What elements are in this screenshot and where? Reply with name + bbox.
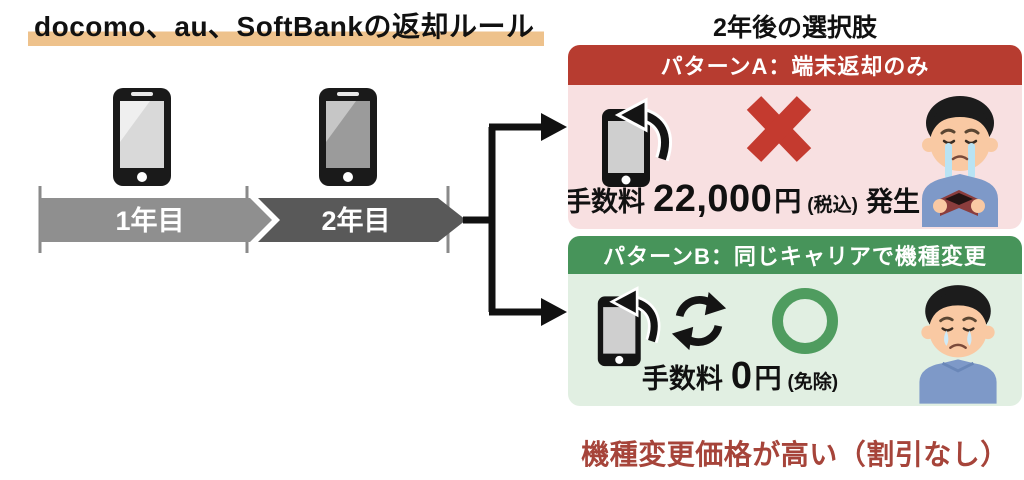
year1-label: 1年目 <box>115 205 184 236</box>
o-mark-icon <box>772 288 838 354</box>
fee-amount: 22,000 <box>653 178 773 220</box>
page-title: docomo、au、SoftBankの返却ルール <box>28 5 545 46</box>
crying-man-wallet-icon <box>922 96 998 227</box>
options-header: 2年後の選択肢 <box>713 14 877 42</box>
fee-label: 手数料 <box>641 364 723 394</box>
year2-label: 2年目 <box>321 205 390 236</box>
pattern-b-fee: 手数料 0 円 (免除) <box>572 355 912 398</box>
pattern-a-body: 手数料 22,000 円 (税込) 発生 <box>568 85 1022 229</box>
arrowhead-to-pattern-a <box>541 113 567 141</box>
phone-icon-year1 <box>113 88 171 186</box>
phone-return-icon <box>597 286 661 367</box>
sad-man-icon <box>919 285 997 404</box>
pattern-a-card: パターンA：端末返却のみ <box>568 45 1022 229</box>
page-title-text: docomo、au、SoftBankの返却ルール <box>28 11 545 46</box>
pattern-b-body: 手数料 0 円 (免除) <box>568 274 1022 406</box>
fee-suffix: 発生 <box>865 187 920 217</box>
pattern-a-fee: 手数料 22,000 円 (税込) 発生 <box>568 178 920 221</box>
fee-note: (免除) <box>787 372 839 393</box>
phone-return-icon <box>602 97 672 187</box>
x-mark-icon <box>746 96 812 162</box>
fee-unit: 円 <box>754 364 782 394</box>
pattern-b-card: パターンB：同じキャリアで機種変更 <box>568 236 1022 406</box>
fee-unit: 円 <box>774 187 802 217</box>
pattern-b-header: パターンB：同じキャリアで機種変更 <box>568 236 1022 274</box>
refresh-cycle-icon <box>671 291 727 351</box>
fee-note: (税込) <box>807 195 858 216</box>
fee-label: 手数料 <box>568 187 646 217</box>
year1-bar <box>40 198 272 242</box>
pattern-a-header: パターンA：端末返却のみ <box>568 45 1022 85</box>
footer-note: 機種変更価格が高い（割引なし） <box>581 439 1009 470</box>
arrowhead-to-pattern-b <box>541 298 567 326</box>
year2-bar <box>258 198 466 242</box>
branch-connector <box>463 123 543 316</box>
fee-amount: 0 <box>730 355 753 397</box>
phone-icon-year2 <box>319 88 377 186</box>
timeline-diagram: 1年目 2年目 <box>38 88 567 326</box>
